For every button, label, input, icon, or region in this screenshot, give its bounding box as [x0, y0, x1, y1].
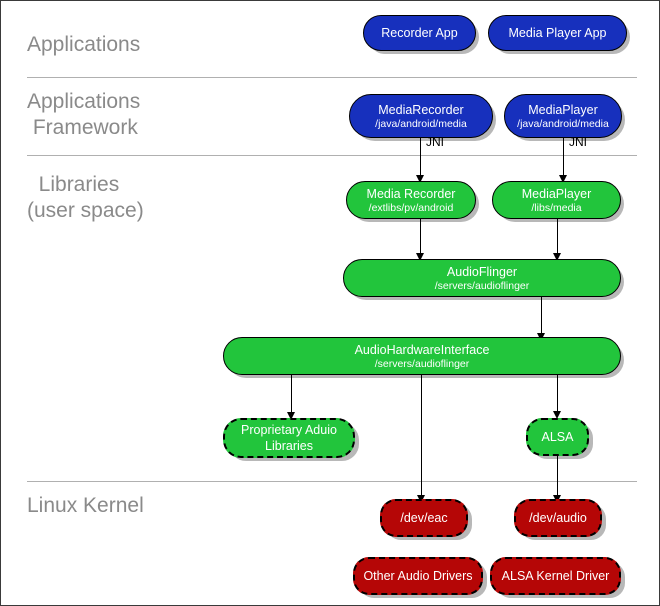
- node-mediaplayer-framework[interactable]: MediaPlayer /java/android/media: [504, 94, 622, 138]
- node-dev-eac-title: /dev/eac: [400, 510, 448, 525]
- connector-hwinterface-to-dev-eac: [421, 375, 423, 499]
- node-audioflinger-title: AudioFlinger: [446, 264, 518, 279]
- arrowhead-mediarecorder-to-audioflinger: [416, 253, 424, 261]
- node-other-audio-drivers[interactable]: Other Audio Drivers: [353, 557, 483, 595]
- node-mediaplayer-framework-title: MediaPlayer: [528, 102, 598, 117]
- node-recorder-app-title: Recorder App: [381, 25, 458, 40]
- connector-audioflinger-to-hwinterface: [541, 297, 543, 339]
- node-audioflinger-subtitle: /servers/audioflinger: [434, 279, 530, 292]
- connector-hwinterface-to-proprietary: [291, 375, 293, 418]
- layer-label-applications-framework: Applications Framework: [27, 90, 141, 139]
- connector-mediarecorder-jni: [420, 138, 422, 181]
- connector-mediaplayer-to-audioflinger: [557, 217, 559, 259]
- node-dev-eac[interactable]: /dev/eac: [380, 499, 468, 537]
- node-mediaplayer-library[interactable]: MediaPlayer /libs/media: [492, 181, 621, 219]
- node-mediarecorder-framework[interactable]: MediaRecorder /java/android/media: [349, 94, 493, 138]
- arrowhead-hwinterface-to-alsa: [553, 411, 561, 419]
- node-dev-audio[interactable]: /dev/audio: [514, 499, 602, 537]
- connector-alsa-to-dev-audio: [557, 456, 559, 499]
- layer-label-libraries: Libraries (user space): [27, 173, 144, 222]
- layer-label-linux-kernel: Linux Kernel: [27, 494, 144, 517]
- node-dev-audio-title: /dev/audio: [529, 510, 587, 525]
- node-media-player-app[interactable]: Media Player App: [488, 15, 627, 51]
- node-alsa-title: ALSA: [541, 429, 574, 444]
- layer-label-applications: Applications: [27, 33, 141, 56]
- connector-mediarecorder-to-audioflinger: [420, 217, 422, 259]
- node-audiohardwareinterface-title: AudioHardwareInterface: [354, 342, 490, 357]
- node-alsa-kernel-driver-title: ALSA Kernel Driver: [501, 568, 610, 583]
- node-other-audio-drivers-title: Other Audio Drivers: [363, 568, 473, 583]
- node-media-recorder-library[interactable]: Media Recorder /extlibs/pv/android: [346, 181, 476, 219]
- arrowhead-hwinterface-to-proprietary: [287, 412, 295, 420]
- divider-applications-framework: [27, 155, 637, 156]
- node-proprietary-audio-libraries[interactable]: Proprietary Aduio Libraries: [223, 418, 355, 458]
- node-mediaplayer-library-title: MediaPlayer: [521, 186, 592, 201]
- node-alsa-kernel-driver[interactable]: ALSA Kernel Driver: [490, 557, 621, 595]
- node-audiohardwareinterface[interactable]: AudioHardwareInterface /servers/audiofli…: [223, 337, 621, 375]
- node-mediaplayer-framework-subtitle: /java/android/media: [517, 117, 609, 130]
- node-mediarecorder-framework-title: MediaRecorder: [378, 102, 464, 117]
- node-recorder-app[interactable]: Recorder App: [363, 15, 476, 51]
- node-proprietary-audio-libraries-title: Proprietary Aduio Libraries: [241, 423, 337, 453]
- arrowhead-mediarecorder-jni: [416, 175, 424, 183]
- node-media-recorder-library-subtitle: /extlibs/pv/android: [368, 201, 454, 214]
- arrowhead-mediaplayer-to-audioflinger: [553, 253, 561, 261]
- arrowhead-mediaplayer-jni: [559, 175, 567, 183]
- node-alsa[interactable]: ALSA: [526, 418, 589, 456]
- divider-applications: [27, 77, 637, 78]
- connector-hwinterface-to-alsa: [557, 375, 559, 417]
- node-audiohardwareinterface-subtitle: /servers/audioflinger: [374, 357, 470, 370]
- connector-mediaplayer-jni: [563, 138, 565, 181]
- node-media-player-app-title: Media Player App: [508, 25, 607, 40]
- node-mediaplayer-library-subtitle: /libs/media: [531, 201, 582, 214]
- node-media-recorder-library-title: Media Recorder: [366, 186, 456, 201]
- label-jni-right: JNI: [569, 135, 587, 149]
- node-audioflinger[interactable]: AudioFlinger /servers/audioflinger: [343, 259, 621, 297]
- label-jni-left: JNI: [426, 135, 444, 149]
- node-mediarecorder-framework-subtitle: /java/android/media: [375, 117, 467, 130]
- divider-libraries: [27, 481, 637, 482]
